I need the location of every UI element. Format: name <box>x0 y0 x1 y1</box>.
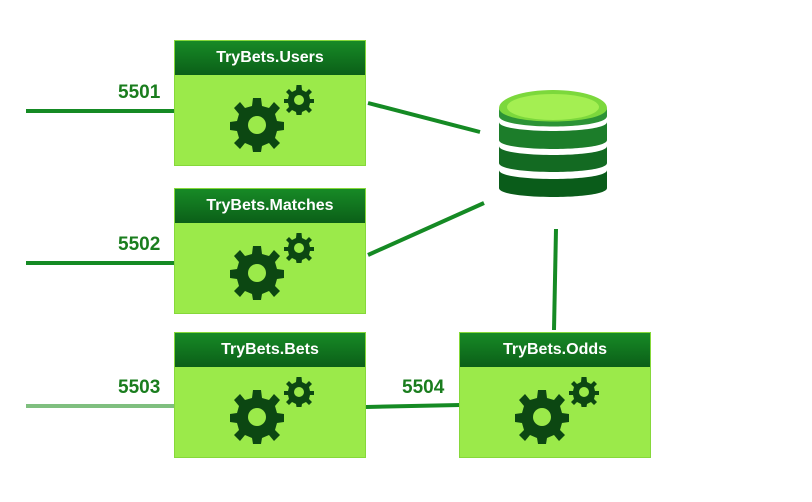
gears-icon <box>515 377 599 444</box>
database-icon <box>499 90 607 197</box>
gears-icon <box>230 377 314 444</box>
service-box-bets: TryBets.Bets <box>174 332 366 458</box>
port-label-bets: 5503 <box>118 377 161 398</box>
service-box-odds: TryBets.Odds <box>459 332 651 458</box>
service-title-bets: TryBets.Bets <box>175 333 365 367</box>
port-label-users: 5501 <box>118 82 161 103</box>
port-label-odds: 5504 <box>402 377 445 398</box>
gears-icon <box>230 233 314 300</box>
connector-matches-database <box>367 201 485 257</box>
service-box-users: TryBets.Users <box>174 40 366 166</box>
connector-users-database <box>367 101 481 134</box>
service-box-matches: TryBets.Matches <box>174 188 366 314</box>
gears-icon <box>230 85 314 152</box>
connector-odds-database <box>552 228 558 331</box>
service-title-odds: TryBets.Odds <box>460 333 650 367</box>
service-title-matches: TryBets.Matches <box>175 189 365 223</box>
port-label-matches: 5502 <box>118 234 161 255</box>
connector-bets-odds <box>365 403 461 409</box>
service-title-users: TryBets.Users <box>175 41 365 75</box>
